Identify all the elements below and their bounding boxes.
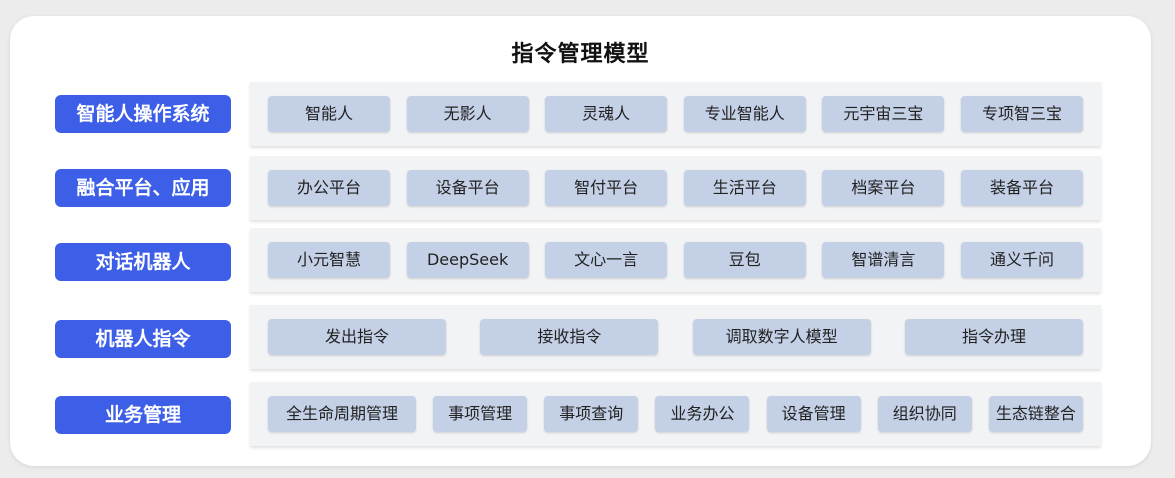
chip: 全生命周期管理 [268, 396, 416, 432]
chip: 指令办理 [904, 319, 1083, 355]
row-label-os: 智能人操作系统 [55, 95, 231, 133]
chip: 智谱清言 [822, 242, 945, 278]
row-panel-os: 智能人 无影人 灵魂人 专业智能人 元宇宙三宝 专项智三宝 [250, 82, 1101, 146]
chip: 文心一言 [545, 242, 668, 278]
row-label-business: 业务管理 [55, 396, 231, 434]
chip: 设备管理 [766, 396, 861, 432]
chip: 设备平台 [406, 170, 529, 206]
chip: 组织协同 [877, 396, 972, 432]
chip: 业务办公 [655, 396, 750, 432]
row-panel-command: 发出指令 接收指令 调取数字人模型 指令办理 [250, 305, 1101, 369]
chip: 豆包 [683, 242, 806, 278]
chip: 办公平台 [268, 170, 390, 206]
chip: 无影人 [406, 96, 529, 132]
chip: 专业智能人 [683, 96, 806, 132]
chip: 专项智三宝 [960, 96, 1083, 132]
chip: 事项管理 [433, 396, 528, 432]
row-label-command: 机器人指令 [55, 320, 231, 358]
chip: 接收指令 [480, 319, 659, 355]
row-panel-platform: 办公平台 设备平台 智付平台 生活平台 档案平台 装备平台 [250, 156, 1101, 220]
chip: 元宇宙三宝 [822, 96, 945, 132]
chip: 智能人 [268, 96, 390, 132]
chip: 通义千问 [960, 242, 1083, 278]
chip: 小元智慧 [268, 242, 390, 278]
chip: DeepSeek [406, 242, 529, 278]
model-card: 指令管理模型 智能人操作系统 智能人 无影人 灵魂人 专业智能人 元宇宙三宝 专… [10, 16, 1151, 466]
row-label-chatbot: 对话机器人 [55, 243, 231, 281]
row-panel-chatbot: 小元智慧 DeepSeek 文心一言 豆包 智谱清言 通义千问 [250, 228, 1101, 292]
chip: 生活平台 [683, 170, 806, 206]
chip: 事项查询 [544, 396, 639, 432]
chip: 生态链整合 [988, 396, 1083, 432]
chip: 灵魂人 [545, 96, 668, 132]
row-label-platform: 融合平台、应用 [55, 169, 231, 207]
chip: 发出指令 [268, 319, 446, 355]
diagram-title: 指令管理模型 [511, 42, 650, 67]
row-panel-business: 全生命周期管理 事项管理 事项查询 业务办公 设备管理 组织协同 生态链整合 [250, 382, 1101, 446]
chip: 装备平台 [960, 170, 1083, 206]
chip: 调取数字人模型 [692, 319, 871, 355]
chip: 智付平台 [545, 170, 668, 206]
chip: 档案平台 [822, 170, 945, 206]
